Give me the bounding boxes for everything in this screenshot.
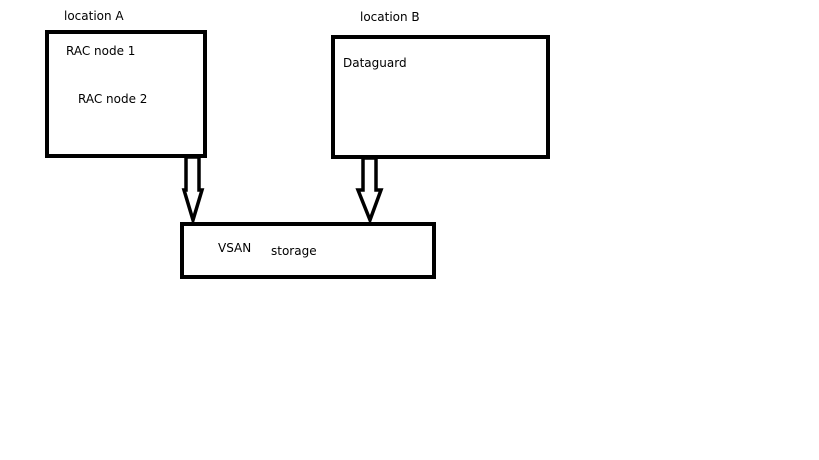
location-b-box [331,35,550,159]
vsan-label: VSAN [218,241,252,255]
arrow-b-to-storage [355,156,384,225]
arrow-a-to-storage [181,155,205,227]
rac-node-2-label: RAC node 2 [78,92,148,106]
location-a-box [45,30,207,158]
dataguard-label: Dataguard [343,56,407,70]
vsan-storage-box [180,222,436,279]
location-a-label: location A [64,9,124,23]
rac-node-1-label: RAC node 1 [66,44,136,58]
location-b-label: location B [360,10,420,24]
storage-label: storage [271,244,317,258]
